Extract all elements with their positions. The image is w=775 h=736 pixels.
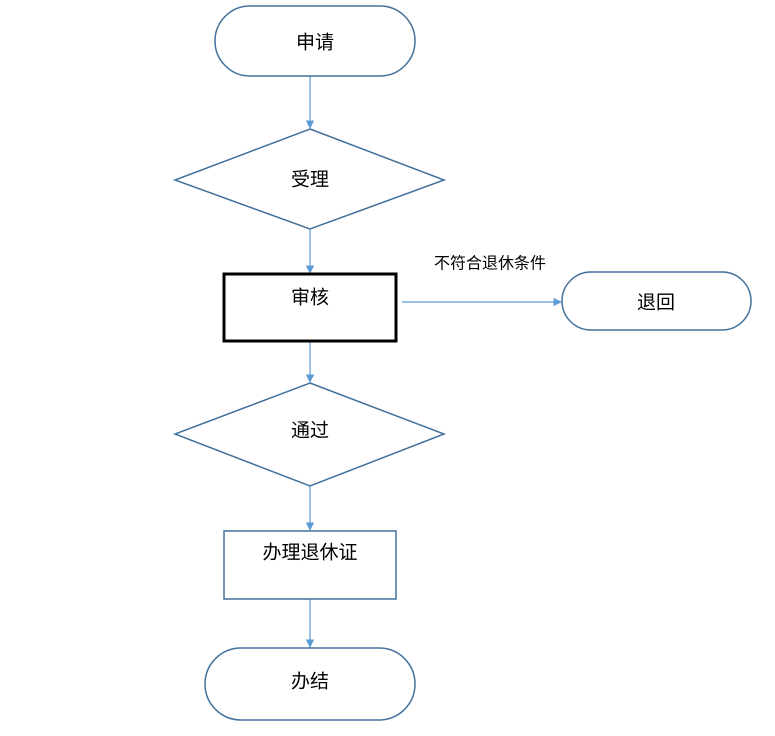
node-accept: 受理: [172, 128, 447, 230]
node-issue-certificate: 办理退休证: [223, 530, 397, 600]
decision-shape: [172, 128, 447, 230]
node-review: 审核: [222, 272, 398, 343]
process-shape: [223, 530, 397, 600]
decision-shape: [172, 382, 447, 487]
node-complete: 办结: [204, 647, 416, 721]
terminal-shape: [204, 647, 416, 721]
node-apply: 申请: [214, 5, 416, 77]
connectors: [305, 76, 562, 648]
node-complete-label: 办结: [291, 671, 329, 693]
node-return: 退回: [561, 271, 752, 331]
node-issue-certificate-label: 办理退休证: [262, 542, 357, 564]
terminal-shape: [214, 5, 416, 77]
node-pass-label: 通过: [291, 420, 329, 442]
terminal-shape: [561, 271, 752, 331]
process-shape-bold: [222, 272, 398, 343]
node-pass: 通过: [172, 382, 447, 487]
node-accept-label: 受理: [291, 169, 329, 191]
node-return-label: 退回: [637, 292, 675, 314]
node-review-label: 审核: [291, 287, 329, 309]
edge-review-to-return-label: 不符合退休条件: [434, 254, 546, 273]
node-apply-label: 申请: [296, 32, 334, 54]
